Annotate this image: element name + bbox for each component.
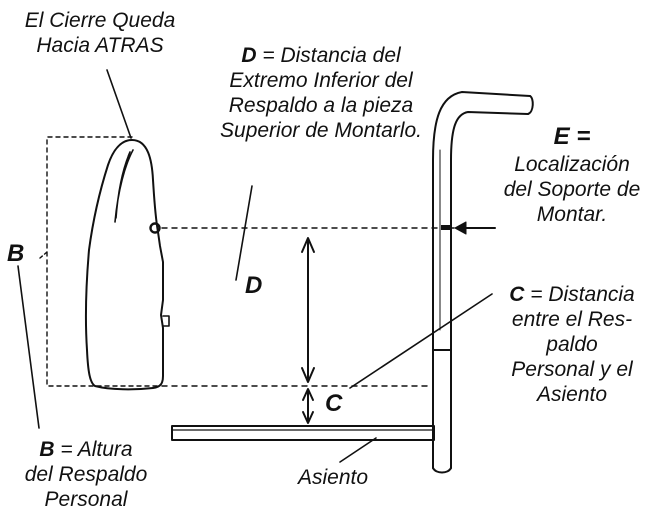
c-definition-line-5: Asiento [536,383,608,406]
b-definition-letter: B [39,438,55,461]
e-definition: E = Localización del Soporte de Montar. [486,122,658,227]
b-definition-line-2: del Respaldo [24,463,148,486]
frame-tube [432,91,531,469]
asiento-leader [339,437,377,463]
seat-rail [171,425,435,441]
c-marker: C [325,390,343,417]
b-definition-line-3: Personal [44,488,128,511]
e-definition-eq: = [576,123,591,150]
c-definition-letter: C [509,283,525,306]
d-definition: D = Distancia del Extremo Inferior del R… [196,43,446,143]
e-definition-line-3: Montar. [536,203,608,226]
d-definition-line-3: Respaldo a la pieza [228,94,414,117]
lower-clip [162,315,170,327]
d-definition-letter: D [241,44,257,67]
backrest-cushion [84,139,164,391]
b-definition-line-1: = Altura [60,438,133,461]
e-definition-line-1: Localización [514,153,630,176]
d-marker: D [245,272,263,299]
c-leader [349,293,493,389]
b-height-bracket [46,136,161,387]
cierre-line-1: El Cierre Queda [24,9,176,32]
backrest-groove [114,149,134,223]
d-definition-line-2: Extremo Inferior del [229,69,413,92]
c-definition-line-3: paldo [546,333,598,356]
c-definition-line-1: = Distancia [530,283,635,306]
cierre-line-2: Hacia ATRAS [36,34,164,57]
mounting-bolt-icon [149,222,161,234]
b-definition: B = Altura del Respaldo Personal [0,437,172,512]
c-definition: C = Distancia entre el Res- paldo Person… [486,282,658,407]
c-definition-line-2: entre el Res- [511,308,633,331]
d-definition-line-4: Superior de Montarlo. [220,119,422,142]
c-definition-line-4: Personal y el [511,358,633,381]
cierre-leader [106,69,132,139]
cierre-label: El Cierre Queda Hacia ATRAS [5,8,195,58]
e-definition-line-2: del Soporte de [503,178,641,201]
asiento-label: Asiento [298,466,369,489]
d-leader [235,185,253,281]
b-marker: B [7,240,25,267]
e-definition-letter: E [553,123,570,150]
d-definition-line-1: = Distancia del [262,44,401,67]
b-leader [17,265,40,429]
